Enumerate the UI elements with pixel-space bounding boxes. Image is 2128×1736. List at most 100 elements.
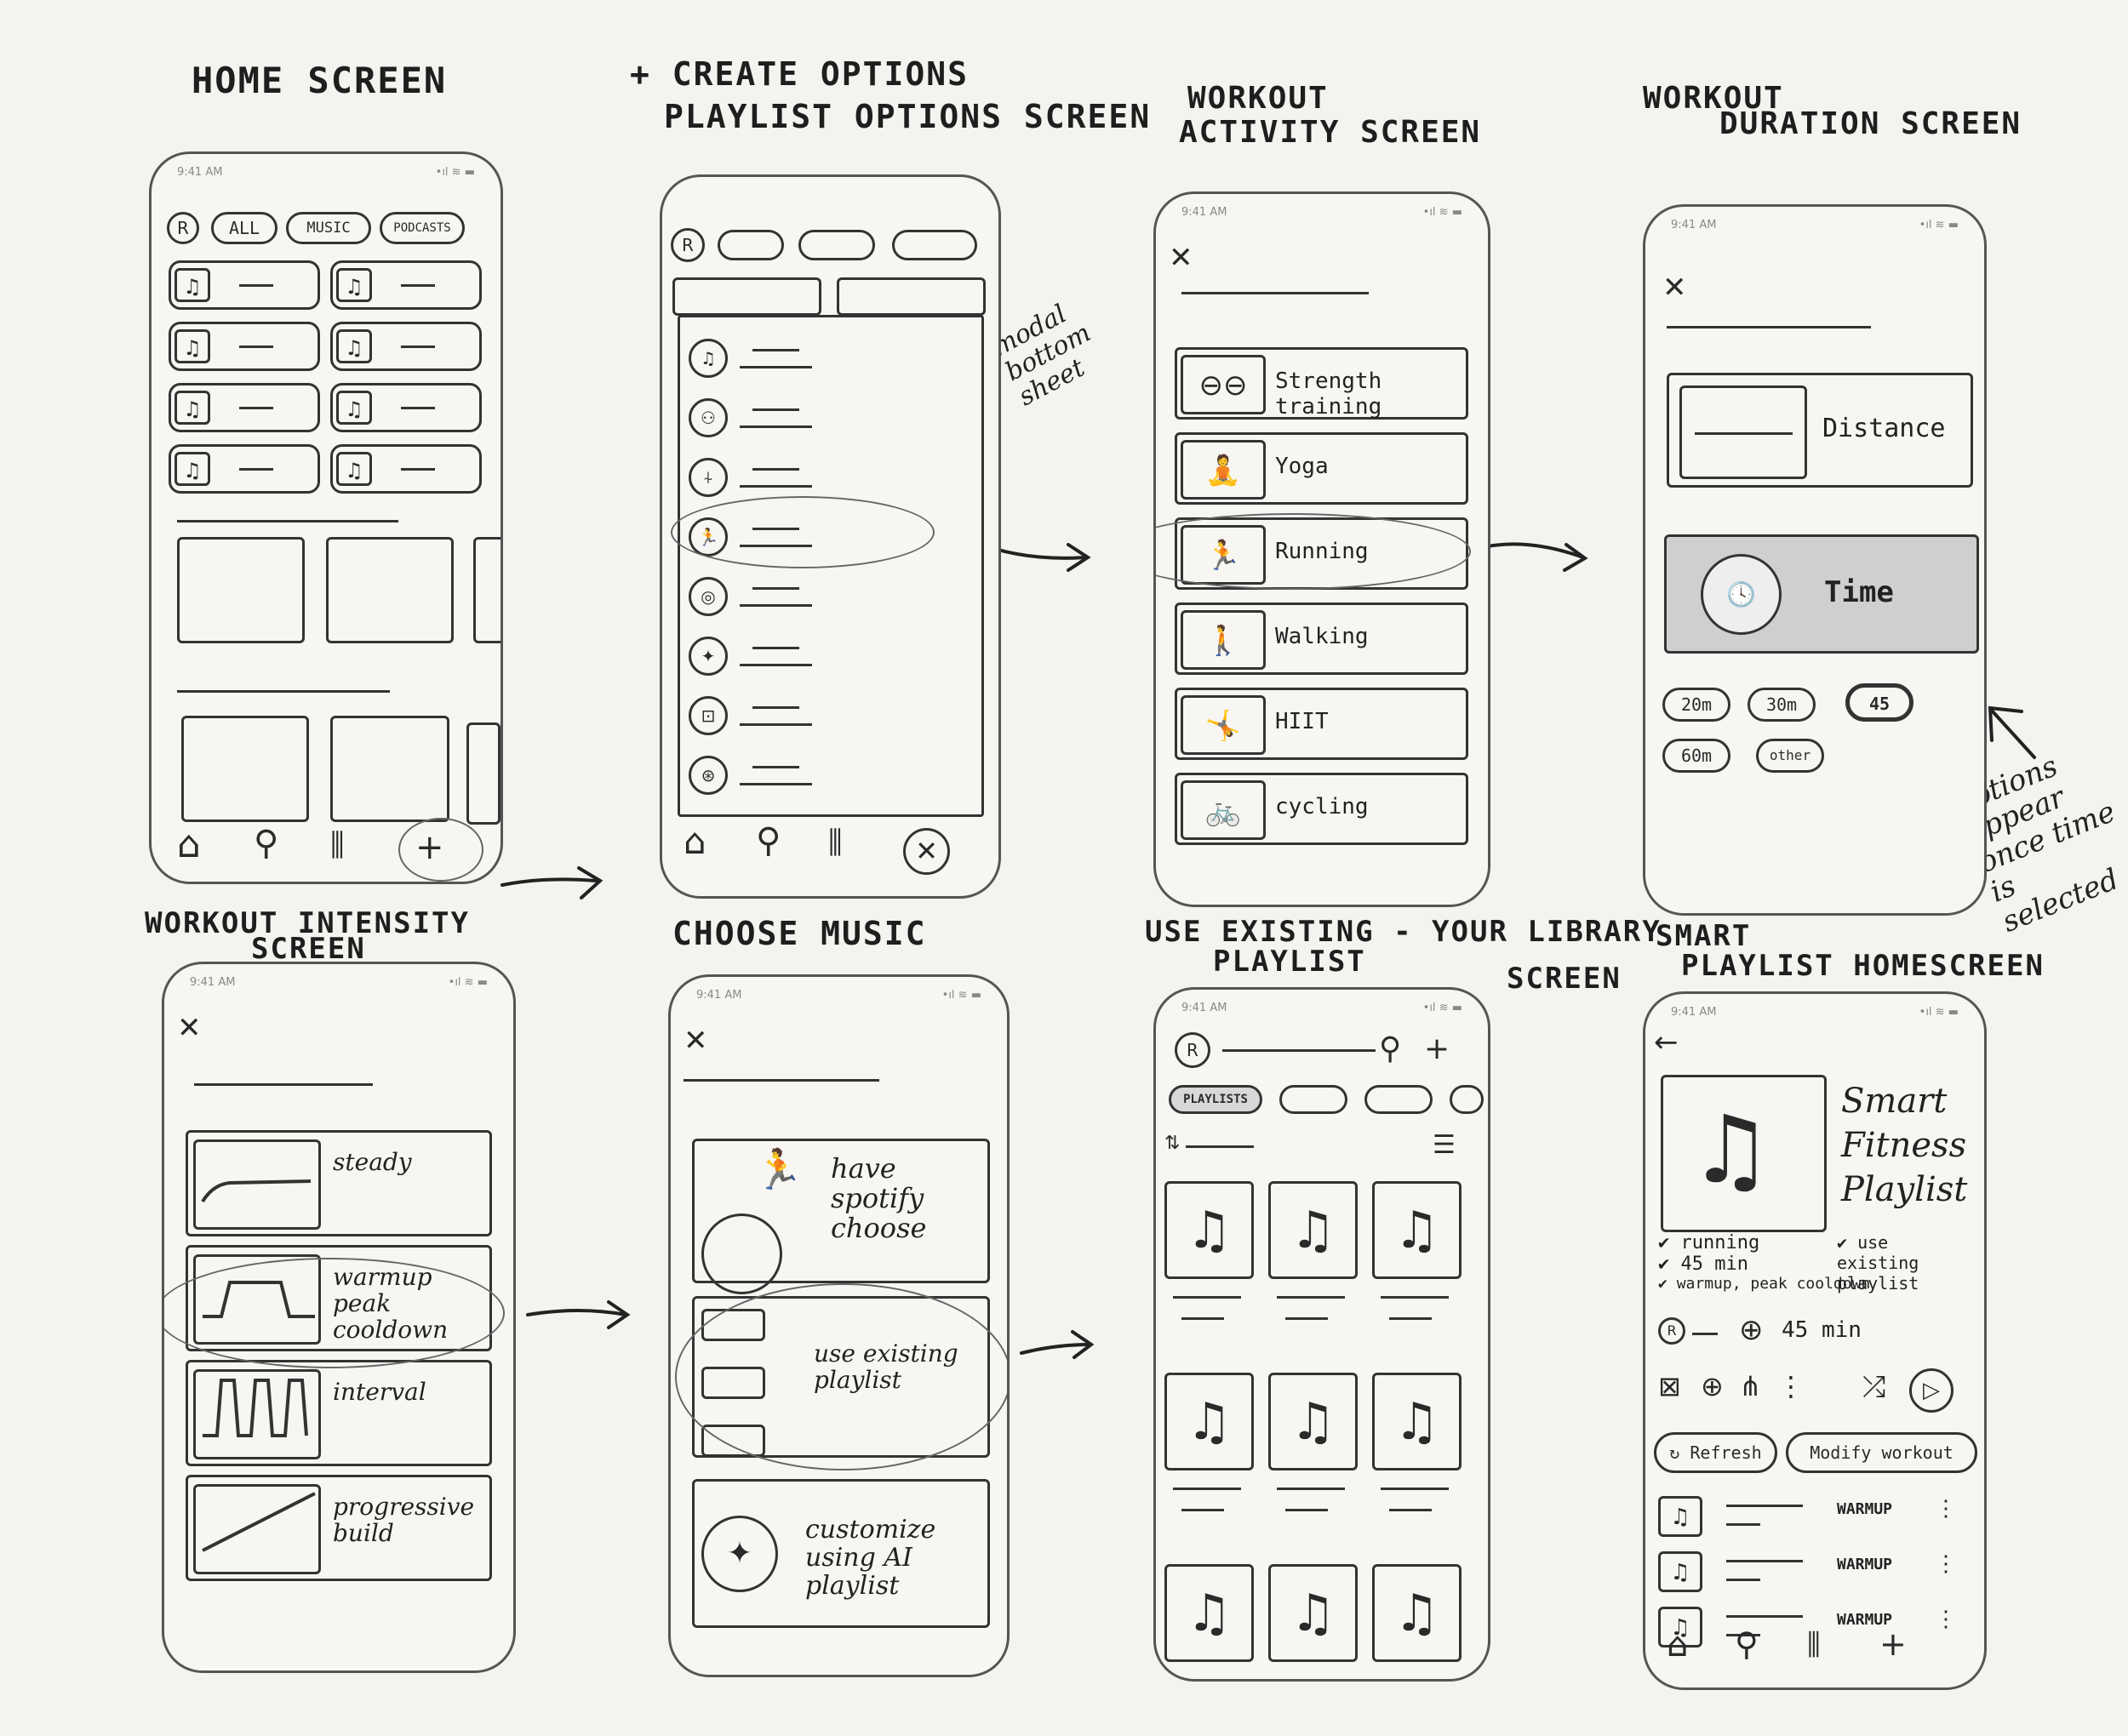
close-icon[interactable]: ✕ [177,1011,202,1045]
modify-workout-button[interactable]: Modify workout [1786,1432,1977,1473]
list-view-icon[interactable]: ☰ [1433,1130,1456,1160]
playlist-cover[interactable]: ♫ [1372,1373,1462,1470]
time-45-selected[interactable]: 45 [1845,683,1913,722]
card[interactable] [181,716,309,822]
card[interactable] [330,716,449,822]
home-icon[interactable]: ⌂ [684,820,706,862]
time-20m[interactable]: 20m [1662,688,1730,722]
title-use-existing-3: SCREEN [1507,962,1622,996]
intensity-option[interactable]: interval [186,1360,492,1466]
avatar[interactable]: R [1175,1032,1210,1068]
playlist-title-line [1277,1488,1345,1490]
library-icon[interactable]: ⫼ [330,828,345,863]
recent-tile[interactable]: ♫ [330,260,482,310]
playlist-cover[interactable]: ♫ [1268,1373,1358,1470]
recent-tile[interactable]: ♫ [330,444,482,494]
recent-tile[interactable]: ♫ [330,383,482,432]
close-icon[interactable]: ✕ [1662,271,1687,305]
chip[interactable] [798,230,875,260]
close-icon[interactable]: ✕ [903,828,950,875]
activity-option[interactable]: 🚶Walking [1175,602,1468,675]
status-icons: •ıl ≋ ▬ [1422,1002,1462,1014]
close-icon[interactable]: ✕ [684,1024,708,1058]
more-icon[interactable]: ⋮ [1777,1370,1805,1402]
option-distance[interactable]: Distance [1667,373,1973,488]
activity-option[interactable]: 🤸HIIT [1175,688,1468,760]
option-icon[interactable]: ◎ [689,577,728,616]
library-icon[interactable]: ⫼ [828,825,843,860]
phone-create-options: R ♫⚇⍭🏃◎✦⊡⊛ ⌂ ⚲ ⫼ ✕ [660,174,1001,899]
refresh-button[interactable]: ↻ Refresh [1654,1432,1777,1473]
option-time-selected[interactable]: 🕓 Time [1664,534,1979,654]
playlist-cover[interactable]: ♫ [1164,1564,1254,1662]
intensity-option[interactable]: progressive build [186,1475,492,1581]
sort-icon[interactable]: ⇅ [1164,1133,1181,1154]
play-icon[interactable]: ▷ [1909,1368,1954,1413]
time-60m[interactable]: 60m [1662,739,1730,773]
option-icon[interactable]: ✦ [689,637,728,676]
search-icon[interactable]: ⚲ [254,824,279,863]
playlist-cover[interactable]: ♫ [1164,1373,1254,1470]
chip[interactable] [1279,1085,1347,1114]
recent-tile[interactable]: ♫ [169,322,320,371]
option-icon[interactable]: ♫ [689,339,728,378]
playlist-cover[interactable]: ♫ [1372,1181,1462,1279]
option-icon[interactable]: ⊡ [689,696,728,735]
track-thumbnail[interactable]: ♫ [1658,1607,1702,1647]
option-icon[interactable]: ⚇ [689,398,728,437]
back-arrow-icon[interactable]: ← [1654,1025,1679,1059]
time-30m[interactable]: 30m [1748,688,1816,722]
shuffle-icon[interactable]: ⤮ [1862,1370,1886,1404]
card[interactable] [177,537,305,643]
chip[interactable] [1364,1085,1433,1114]
card-partial[interactable] [473,537,501,643]
avatar[interactable]: R [167,212,199,244]
recent-tile[interactable]: ♫ [169,444,320,494]
create-plus-icon[interactable]: + [1879,1625,1907,1663]
track-thumbnail[interactable]: ♫ [1658,1496,1702,1537]
search-icon[interactable]: ⚲ [756,821,781,860]
download-icon[interactable]: ⊕ [1701,1370,1724,1402]
close-icon[interactable]: ✕ [1169,241,1193,275]
tile-label-line [239,407,273,409]
chip[interactable] [892,230,977,260]
recent-tile[interactable]: ♫ [330,322,482,371]
activity-option[interactable]: 🚲cycling [1175,773,1468,845]
search-icon[interactable]: ⚲ [1735,1625,1759,1663]
chip-playlists[interactable]: PLAYLISTS [1169,1085,1262,1114]
intensity-option[interactable]: steady [186,1130,492,1236]
recent-tile[interactable]: ♫ [169,383,320,432]
activity-option[interactable]: ⊖⊖Strength training [1175,347,1468,420]
chip-partial[interactable] [1450,1085,1484,1114]
option-title-line [752,647,799,649]
share-icon[interactable]: ⋔ [1739,1370,1762,1402]
option-icon[interactable]: ⍭ [689,458,728,497]
track-more-icon[interactable]: ⋮ [1935,1496,1957,1522]
search-icon[interactable]: ⚲ [1379,1031,1402,1066]
add-icon[interactable]: + [1424,1031,1450,1066]
time-other[interactable]: other [1756,739,1824,773]
option-ai-playlist[interactable]: ✦ customize using AI playlist [692,1479,990,1628]
recent-tile[interactable]: ♫ [169,260,320,310]
activity-option[interactable]: 🧘Yoga [1175,432,1468,505]
library-icon[interactable]: ⫼ [1807,1628,1821,1662]
chip-all[interactable]: ALL [211,212,277,244]
card-partial[interactable] [466,722,501,825]
playlist-cover[interactable]: ♫ [1268,1181,1358,1279]
track-thumbnail[interactable]: ♫ [1658,1551,1702,1592]
option-icon[interactable]: ⊛ [689,756,728,795]
home-icon[interactable]: ⌂ [1667,1625,1689,1665]
playlist-cover[interactable]: ♫ [1268,1564,1358,1662]
chip-podcasts[interactable]: PODCASTS [380,212,465,244]
avatar[interactable]: R [671,228,705,262]
home-icon[interactable]: ⌂ [177,823,201,866]
track-more-icon[interactable]: ⋮ [1935,1551,1957,1577]
chip[interactable] [718,230,784,260]
playlist-cover[interactable]: ♫ [1372,1564,1462,1662]
track-more-icon[interactable]: ⋮ [1935,1607,1957,1632]
option-spotify-choose[interactable]: 🏃 have spotify choose [692,1139,990,1294]
chip-music[interactable]: MUSIC [286,212,371,244]
thumbnail-icon[interactable]: ⊠ [1658,1370,1681,1402]
playlist-cover[interactable]: ♫ [1164,1181,1254,1279]
card[interactable] [326,537,454,643]
